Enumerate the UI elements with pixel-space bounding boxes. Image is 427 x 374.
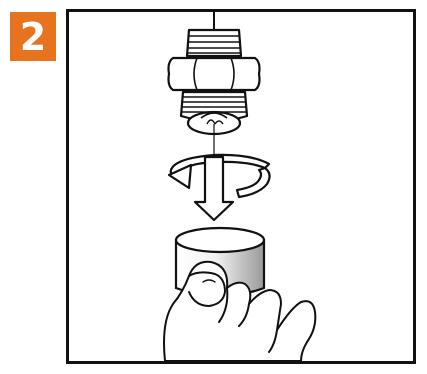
down-arrow-icon (195, 157, 233, 220)
illustration-frame (66, 9, 416, 364)
threaded-fitting-icon (169, 30, 260, 134)
unscrew-fitting-illustration-icon (69, 12, 413, 361)
step-number-badge: 2 (10, 12, 56, 61)
step-number: 2 (20, 18, 46, 56)
